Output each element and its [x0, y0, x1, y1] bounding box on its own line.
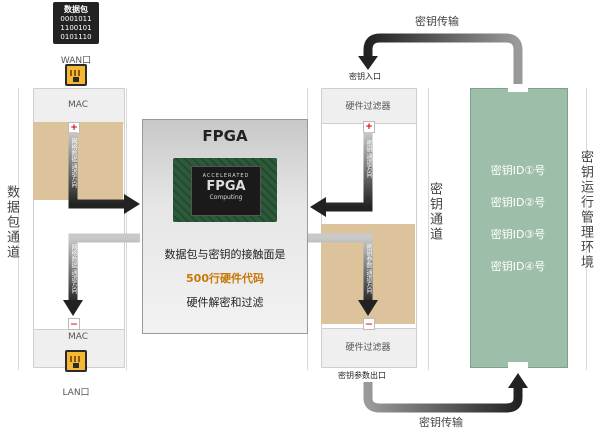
key-transfer-top-label: 密钥传输 — [415, 15, 459, 28]
left-upper-flow-arrow — [68, 132, 128, 209]
filter-bottom-box — [321, 328, 417, 368]
wan-port-icon — [65, 64, 87, 86]
filter-bottom-label: 硬件过滤器 — [345, 343, 391, 353]
key-env-top-notch — [508, 84, 528, 92]
mac-bottom-label: MAC — [67, 332, 89, 342]
fpga-text-line1: 数据包与密钥的接触面是 — [164, 248, 286, 261]
left-lower-arrowhead — [63, 300, 83, 316]
packet-title: 数据包 — [64, 5, 88, 14]
middle-upper-arrowhead — [310, 197, 326, 217]
left-lower-flow-text: 网络数据 通道方向 — [70, 244, 77, 294]
packet-channel-label: 数据包通道 — [4, 185, 19, 260]
key-env-side-label: 密钥运行管理环境 — [578, 150, 593, 270]
middle-upper-flow-arrow — [322, 132, 373, 212]
key-transfer-bottom-label: 密钥传输 — [419, 416, 463, 429]
packet-bits-0: 0001011 — [60, 15, 92, 23]
middle-lower-flow-arrow — [306, 233, 373, 304]
lan-port-icon — [65, 350, 87, 372]
key-channel-label: 密钥通道 — [427, 182, 442, 242]
left-lower-flow-arrow — [68, 233, 140, 304]
chip-line-2: FPGA — [206, 179, 246, 194]
middle-minus-marker: — — [363, 318, 375, 330]
key-env-box — [470, 88, 568, 368]
bottom-key-transfer-arrow — [363, 382, 523, 413]
left-upper-flow-text: 网络数据 通道方向 — [70, 138, 77, 188]
key-id-4: 密钥ID④号 — [490, 260, 546, 273]
filter-top-label: 硬件过滤器 — [345, 102, 391, 112]
key-env-bottom-notch — [508, 362, 528, 370]
key-id-3: 密钥ID③号 — [490, 228, 546, 241]
packet-bits-2: 0101110 — [60, 33, 92, 41]
left-upper-tan — [33, 122, 123, 200]
mac-top-label: MAC — [67, 100, 89, 110]
middle-upper-flow-text: 密钥 通道方向 — [365, 140, 372, 178]
top-arrowhead — [358, 56, 378, 70]
fpga-title: FPGA — [202, 127, 248, 145]
chip-line-3: Computing — [209, 194, 243, 201]
key-in-label: 密钥入口 — [349, 72, 381, 81]
fpga-text-line2: 500行硬件代码 — [186, 272, 264, 285]
filter-top-box — [321, 88, 417, 124]
fpga-box: FPGA ACCELERATED FPGA Computing 数据包与密钥的接… — [142, 119, 308, 334]
left-upper-arrowhead — [124, 194, 140, 214]
left-minus-marker: — — [68, 318, 80, 330]
packet-bits-1: 1100101 — [60, 24, 92, 32]
chip-line-1: ACCELERATED — [202, 173, 250, 179]
middle-lower-flow-text: 密钥参数 通道方向 — [365, 244, 372, 294]
key-id-2: 密钥ID②号 — [490, 196, 546, 209]
bottom-arrowhead — [508, 373, 528, 388]
fpga-chip-image: ACCELERATED FPGA Computing — [173, 158, 277, 222]
fpga-text-line3: 硬件解密和过滤 — [186, 296, 264, 309]
top-key-transfer-arrow — [363, 33, 523, 84]
wan-label: WAN口 — [60, 56, 92, 66]
lan-label: LAN口 — [62, 388, 90, 398]
middle-lower-arrowhead — [358, 300, 378, 316]
packet-box: 数据包 0001011 1100101 0101110 — [53, 2, 99, 44]
key-param-out-label: 密钥参数出口 — [338, 371, 386, 380]
key-id-1: 密钥ID①号 — [490, 164, 546, 177]
